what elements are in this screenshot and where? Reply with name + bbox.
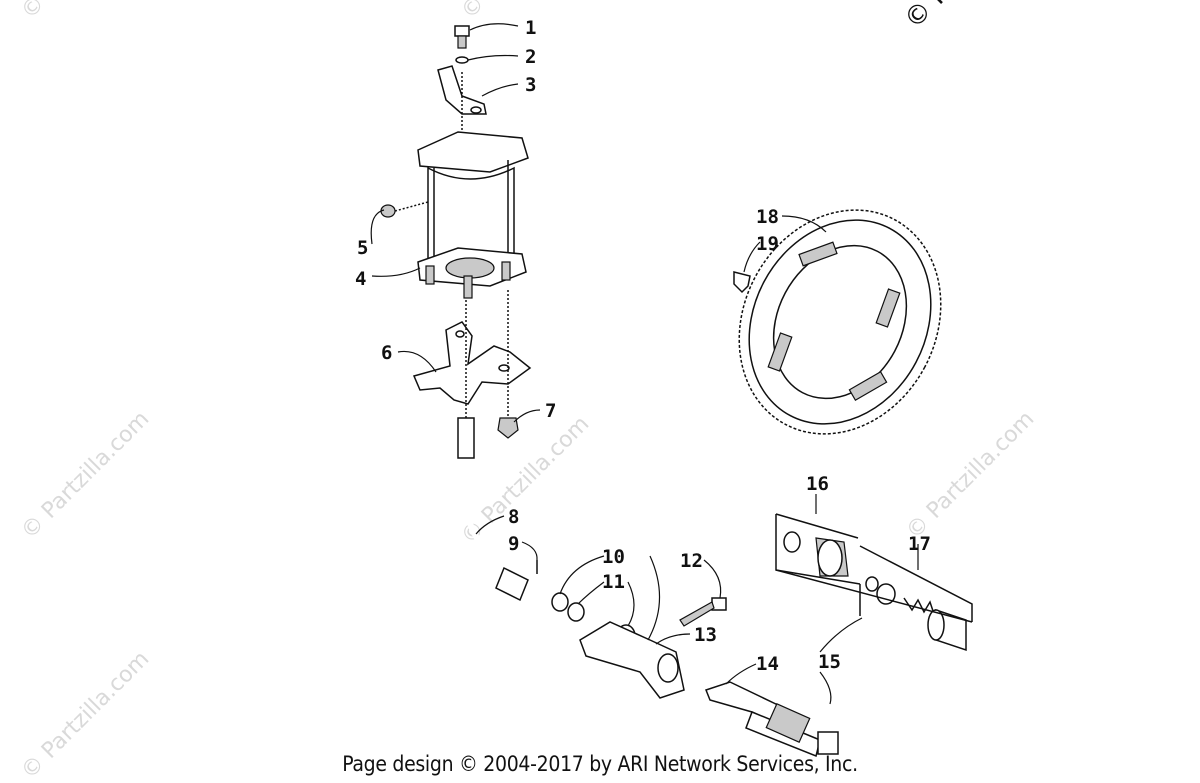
callout-17: 17 bbox=[908, 533, 931, 555]
callout-15: 15 bbox=[818, 651, 841, 673]
callout-5: 5 bbox=[357, 237, 368, 259]
callout-11: 11 bbox=[602, 571, 625, 593]
part-13-housing bbox=[579, 621, 685, 699]
part-12-bolt bbox=[679, 597, 727, 627]
part-14-shaft bbox=[705, 681, 839, 758]
part-5-nut bbox=[380, 201, 429, 218]
callout-10: 10 bbox=[602, 546, 625, 568]
part-1-bolt bbox=[454, 25, 470, 49]
callout-12: 12 bbox=[680, 550, 703, 572]
callout-4: 4 bbox=[355, 268, 366, 290]
callout-16: 16 bbox=[806, 473, 829, 495]
watermark-group: © Partzilla.com © Partzilla.com © Partzi… bbox=[17, 0, 1062, 783]
part-7-nut bbox=[497, 417, 519, 439]
watermark: © Partzilla.com bbox=[17, 407, 155, 545]
part-17-spring-group bbox=[859, 545, 973, 652]
part-11-ring bbox=[567, 602, 585, 622]
callout-18: 18 bbox=[756, 206, 779, 228]
part-10-ring bbox=[551, 592, 569, 612]
callout-19: 19 bbox=[756, 233, 779, 255]
watermark: © Partzilla.com bbox=[17, 0, 155, 24]
callout-1: 1 bbox=[525, 17, 536, 39]
callout-6: 6 bbox=[381, 342, 392, 364]
callout-13: 13 bbox=[694, 624, 717, 646]
part-18-ring-gear bbox=[738, 209, 942, 435]
part-19-screw bbox=[733, 271, 751, 294]
part-3-bracket bbox=[437, 65, 487, 115]
callout-3: 3 bbox=[525, 74, 536, 96]
callout-8: 8 bbox=[508, 506, 519, 528]
callout-labels: 1 2 3 4 5 6 7 8 9 10 11 12 13 14 15 16 1… bbox=[355, 17, 931, 675]
watermark: © Partzilla.com bbox=[457, 412, 595, 550]
part-8-cable bbox=[457, 417, 529, 602]
part-6-bracket bbox=[412, 321, 532, 405]
callout-7: 7 bbox=[545, 400, 556, 422]
part-2-washer bbox=[455, 56, 469, 64]
callout-9: 9 bbox=[508, 533, 519, 555]
watermark: © Partzilla.com bbox=[899, 0, 1062, 35]
watermark: © Partzilla.com bbox=[902, 407, 1040, 545]
callout-14: 14 bbox=[756, 653, 779, 675]
footer-copyright: Page design © 2004-2017 by ARI Network S… bbox=[342, 752, 858, 776]
callout-2: 2 bbox=[525, 46, 536, 68]
leader-lines bbox=[370, 23, 919, 705]
part-4-starter-motor bbox=[417, 131, 529, 299]
part-16-pinion bbox=[775, 513, 861, 585]
